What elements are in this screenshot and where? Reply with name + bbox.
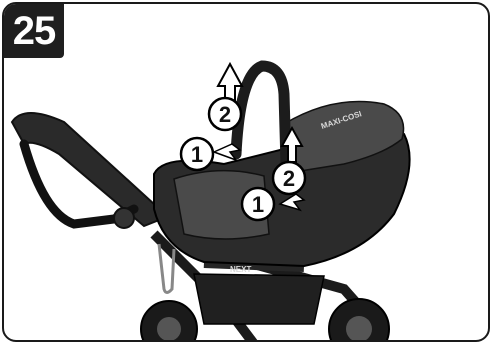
stroller-illustration: MAXI-COSI NEXT 2 1 2 1 [4, 4, 490, 342]
svg-text:1: 1 [252, 192, 264, 217]
step-number-badge: 25 [4, 4, 64, 58]
front-wheel-hub [157, 317, 181, 341]
handle-joint [114, 208, 134, 228]
instruction-panel: MAXI-COSI NEXT 2 1 2 1 25 [2, 2, 490, 342]
basket [194, 274, 324, 324]
callout-seat-lift: 2 [273, 162, 305, 194]
callout-handle-lift: 2 [209, 98, 241, 130]
frame-brand-label: NEXT [230, 265, 251, 274]
svg-text:1: 1 [191, 142, 203, 167]
svg-text:2: 2 [283, 166, 295, 191]
car-seat-carry-handle [236, 66, 286, 164]
rear-wheel-hub [346, 316, 372, 342]
callout-seat-release: 1 [242, 188, 274, 220]
callout-handle-release: 1 [181, 138, 213, 170]
svg-text:2: 2 [219, 102, 231, 127]
